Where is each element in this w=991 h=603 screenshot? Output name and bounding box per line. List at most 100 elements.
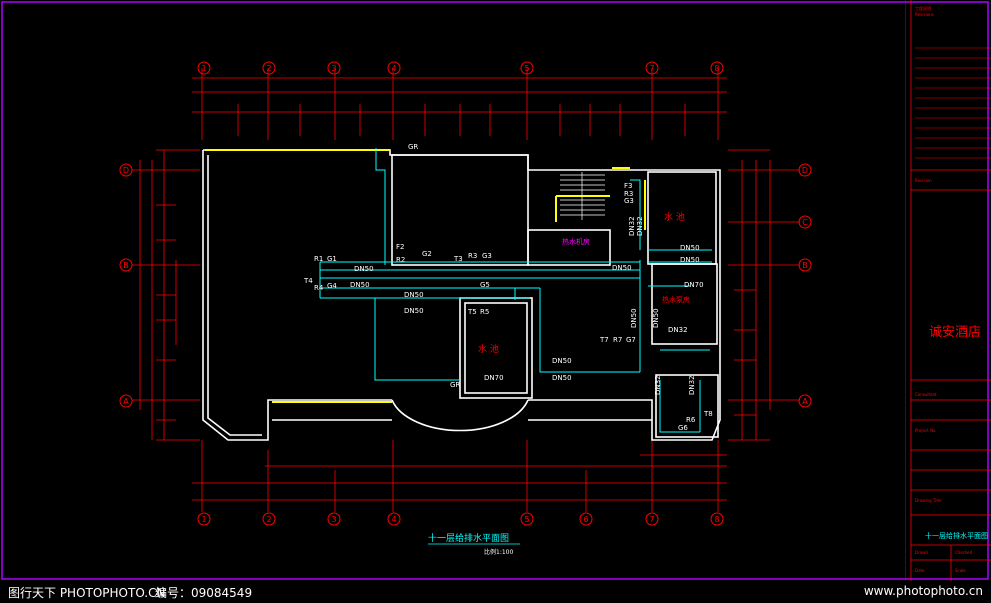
pipe-label: R3	[468, 252, 477, 260]
pipe-label: DN50	[680, 244, 700, 252]
tb-note-5: Drawn	[915, 550, 928, 555]
axis-label-bottom-1: 1	[201, 515, 206, 524]
project-name: 诚安酒店	[929, 325, 981, 340]
pipe-label: T3	[453, 255, 463, 263]
pipe-label-vertical: DN50	[630, 308, 638, 328]
axis-label-top-6: 7	[649, 64, 654, 73]
drawing-scale: 比例1:100	[484, 548, 513, 556]
pipe-label-vertical: DN32	[654, 375, 662, 395]
pipe-label: R6	[686, 416, 696, 424]
pipe-label: F3	[624, 182, 632, 190]
pipe-label: GR	[408, 143, 418, 151]
axis-label-bottom-7: 7	[649, 515, 654, 524]
pipe-label: DN70	[684, 281, 704, 289]
pipe-label: G3	[482, 252, 492, 260]
tb-revision-label: Revision	[915, 178, 932, 183]
axis-label-top-5: 5	[524, 64, 529, 73]
axis-label-top-4: 4	[391, 64, 396, 73]
pipe-label: T7	[599, 336, 609, 344]
pipe-label: DN50	[354, 265, 374, 273]
pipe-label: R4	[314, 284, 324, 292]
pipe-label: F2	[396, 243, 404, 251]
axis-label-top-7: 8	[714, 64, 719, 73]
axis-label-left-B: B	[123, 261, 129, 270]
pipe-label-vertical: DN50	[652, 308, 660, 328]
pipe-labels: GR F2 R2 G2 T3 R3 G3 R1 G1 T4 R4 G4 DN50…	[303, 143, 713, 432]
pipe-label: R5	[480, 308, 489, 316]
yellow-accents	[205, 149, 646, 403]
pipe-label: G6	[678, 424, 688, 432]
water-pipes	[319, 148, 712, 433]
axis-bubbles-right	[798, 163, 812, 408]
pipe-label: R3	[624, 190, 633, 198]
drawing-title: 十一层给排水平面图	[428, 532, 509, 544]
stair	[560, 172, 605, 220]
axis-label-bottom-4: 4	[391, 515, 396, 524]
pipe-label: DN70	[484, 374, 504, 382]
pipe-label: G1	[327, 255, 337, 263]
axis-label-right-A: A	[802, 397, 808, 406]
room-label-water-tank-1: 水 池	[664, 211, 685, 223]
pipe-label: DN50	[404, 307, 424, 315]
title-block: 工程说明 Revisions Consultant Project No. Dr…	[905, 0, 991, 581]
axis-label-left-D: D	[123, 166, 129, 175]
building-walls	[202, 149, 721, 441]
axis-label-top-2: 2	[266, 64, 271, 73]
pipe-label: G2	[422, 250, 432, 258]
sheet-border	[1, 1, 989, 580]
axis-label-bottom-3: 3	[331, 515, 336, 524]
tb-note-6: Checked	[955, 550, 973, 555]
axis-label-bottom-6: 6	[583, 515, 588, 524]
tb-note-2: Consultant	[915, 392, 937, 397]
pipe-label: DN32	[668, 326, 688, 334]
watermark-site: www.photophoto.cn	[863, 584, 983, 598]
pipe-label: T8	[703, 410, 713, 418]
right-dimensions	[728, 149, 800, 441]
axis-bubbles-top	[197, 61, 724, 75]
axis-bubbles-bottom	[197, 512, 724, 526]
left-dimensions	[132, 149, 200, 441]
pipe-label: T5	[467, 308, 477, 316]
pipe-label: G5	[480, 281, 490, 289]
pipe-label: DN50	[612, 264, 632, 272]
tb-note-3: Project No.	[915, 428, 937, 433]
tb-note-1: Revisions	[915, 12, 934, 17]
pipe-label: DN50	[680, 256, 700, 264]
tb-note-8: Scale	[955, 568, 966, 573]
axis-label-bottom-8: 8	[714, 515, 719, 524]
floor-plan-drawing: 1 2 3 4 5 7 8 1 2 3 4 5 6 7 8 D B A D C …	[1, 1, 989, 580]
sheet-title: 十一层给排水平面图	[925, 531, 988, 540]
pipe-label: DN50	[350, 281, 370, 289]
axis-label-bottom-5: 5	[524, 515, 529, 524]
axis-bubbles-left	[119, 163, 133, 408]
pipe-label-vertical: DN32	[636, 216, 644, 236]
pipe-label: DN50	[552, 357, 572, 365]
pipe-label: G3	[624, 197, 634, 205]
pipe-label: R7	[613, 336, 622, 344]
pipe-label-vertical: DN32	[628, 216, 636, 236]
pipe-label: GR	[450, 381, 460, 389]
pipe-label: G4	[327, 282, 337, 290]
axis-label-top-3: 3	[331, 64, 336, 73]
pipe-label-vertical: DN32	[688, 375, 696, 395]
pipe-label: DN50	[552, 374, 572, 382]
watermark-footer: 图行天下 PHOTOPHOTO.CN 编号：09084549 www.photo…	[0, 581, 991, 603]
room-label-hot-water-room: 热水机房	[562, 237, 590, 246]
pipe-label: G7	[626, 336, 636, 344]
tb-note-7: Date	[915, 568, 925, 573]
pipe-label: T4	[303, 277, 313, 285]
tb-note-4: Drawing Title	[915, 498, 942, 503]
pipe-label: R2	[396, 256, 405, 264]
room-label-water-tank-2: 水 池	[478, 343, 499, 355]
axis-label-top-1: 1	[201, 64, 206, 73]
axis-label-left-A: A	[123, 397, 129, 406]
bottom-dimensions	[192, 440, 727, 512]
axis-label-right-D: D	[802, 166, 808, 175]
axis-label-right-C: C	[802, 218, 808, 227]
top-dimensions	[192, 68, 727, 140]
axis-label-bottom-2: 2	[266, 515, 271, 524]
image-id: 编号：09084549	[155, 586, 253, 600]
axis-label-right-B: B	[802, 261, 808, 270]
pipe-label: DN50	[404, 291, 424, 299]
watermark-logo: 图行天下 PHOTOPHOTO.CN	[8, 586, 166, 600]
